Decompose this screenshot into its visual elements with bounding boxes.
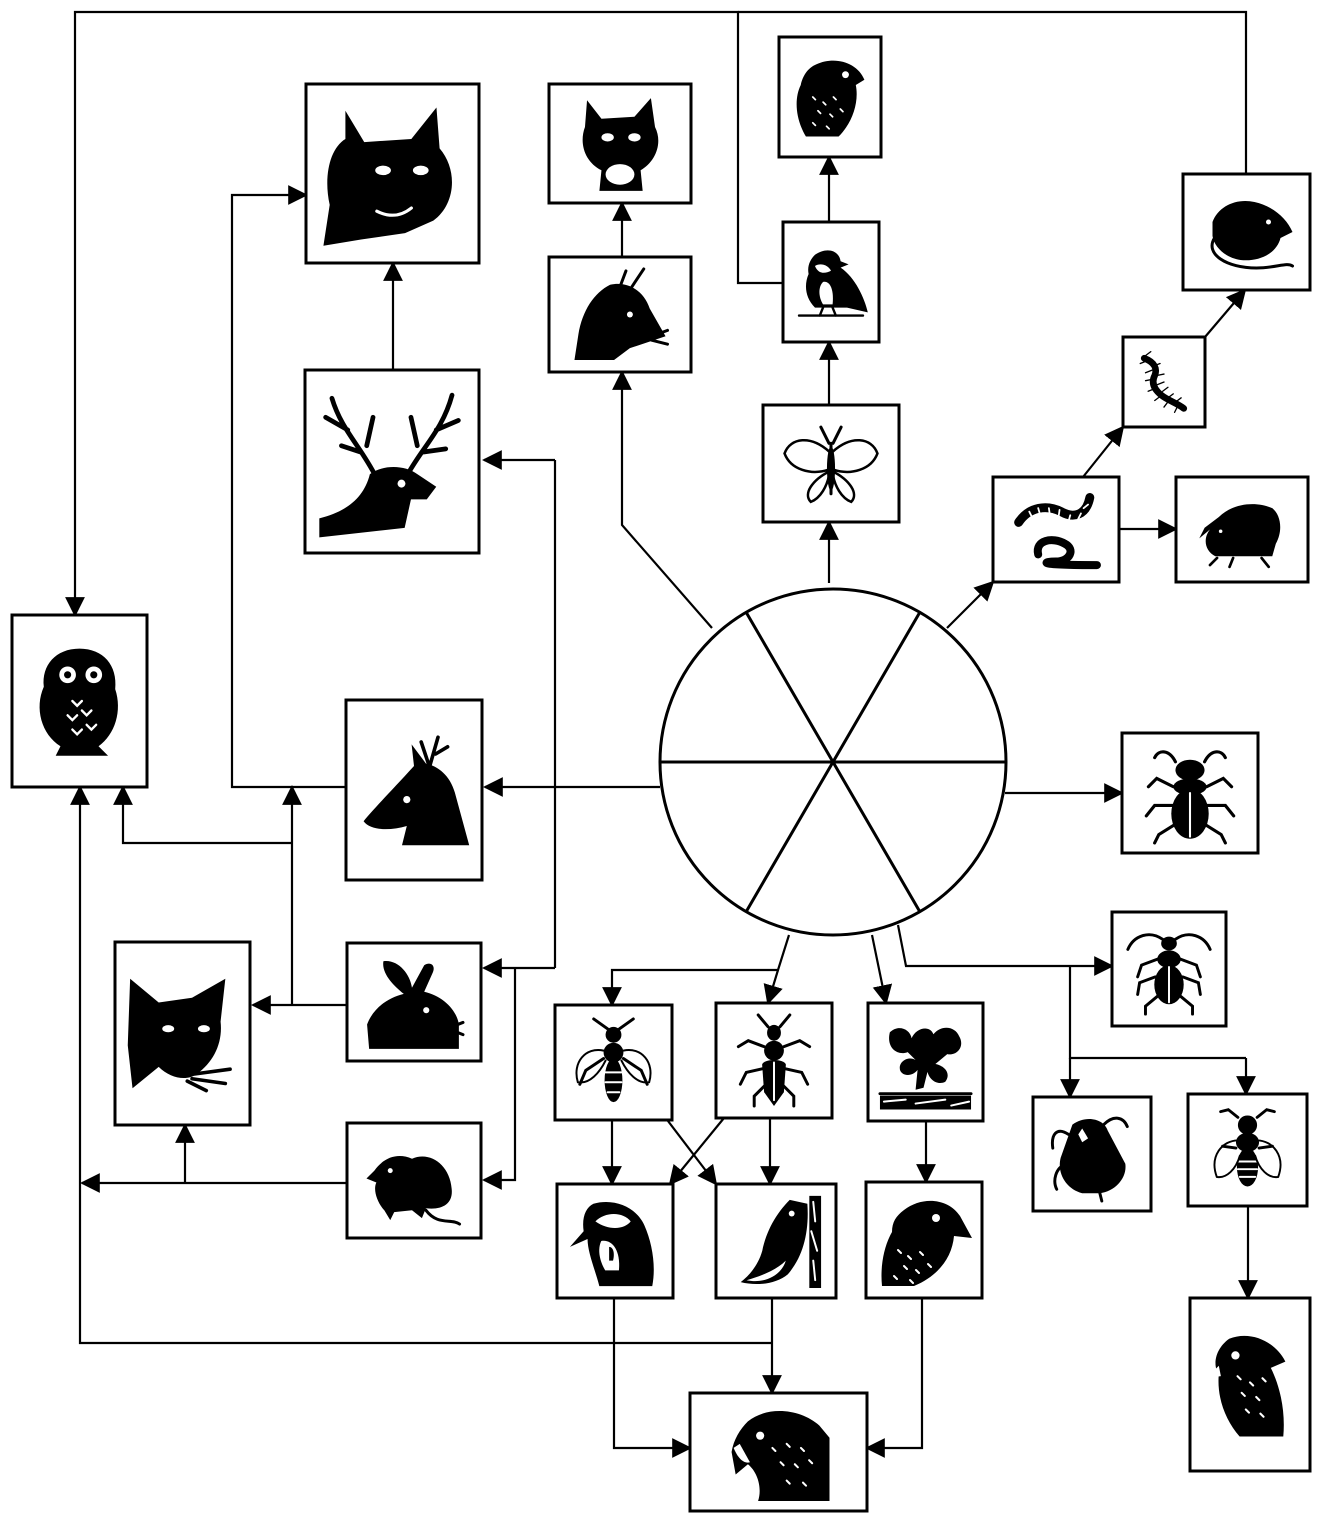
node-wolf — [304, 82, 481, 265]
node-thrush — [864, 1180, 984, 1300]
node-marten — [547, 82, 693, 205]
node-fly — [1186, 1092, 1309, 1208]
node-squirrel — [547, 255, 693, 374]
edge-centipede-shrew — [1204, 288, 1247, 338]
edge-center-earthworm — [946, 580, 995, 629]
node-frame — [1121, 335, 1207, 429]
edge-bluetit-sparrowhawk — [612, 1298, 692, 1458]
node-stag — [303, 368, 481, 555]
node-fox — [113, 940, 252, 1127]
edge-center-gallwasp — [602, 934, 791, 1007]
edge-hare-owl — [113, 785, 292, 845]
node-plant-galls — [866, 1001, 985, 1123]
edge-center-squirrel — [612, 370, 713, 629]
node-buzzard — [1188, 1296, 1312, 1473]
node-vole — [345, 1121, 483, 1240]
node-tit — [781, 220, 881, 344]
node-stag-beetle — [1120, 731, 1260, 855]
node-sparrowhawk — [688, 1391, 869, 1513]
edge-shrew-owl — [738, 10, 1248, 174]
edge-earthworm-centipede — [1082, 425, 1125, 478]
node-shrew — [1181, 172, 1312, 292]
node-gall-wasp — [553, 1003, 674, 1122]
edge-thrush-sparrowhawk — [865, 1298, 924, 1458]
node-blue-tit — [555, 1182, 675, 1300]
node-hawk — [777, 35, 883, 159]
node-weevil — [714, 1001, 834, 1120]
node-owl — [10, 613, 149, 789]
edge-center-right-insects — [896, 924, 1114, 976]
node-ground-beetle — [1031, 1095, 1153, 1213]
forest-producers-disc — [658, 587, 1008, 937]
edge-center-galls — [870, 934, 893, 1005]
organism-nodes — [10, 35, 1312, 1513]
node-longhorn-beetle — [1110, 910, 1228, 1028]
edge-center-weevil — [763, 969, 783, 1005]
edges — [65, 10, 1258, 1458]
node-earthworm — [991, 475, 1121, 584]
node-hare — [345, 941, 483, 1063]
edge-birds-owl — [70, 785, 772, 1345]
node-nuthatch — [714, 1182, 838, 1300]
node-mole — [1174, 475, 1310, 584]
node-moth — [761, 403, 901, 524]
node-roe-deer — [344, 698, 484, 882]
edge-to-vole — [482, 968, 517, 1190]
node-centipede — [1121, 335, 1207, 429]
edge-weevil-bluetit — [668, 1117, 725, 1186]
